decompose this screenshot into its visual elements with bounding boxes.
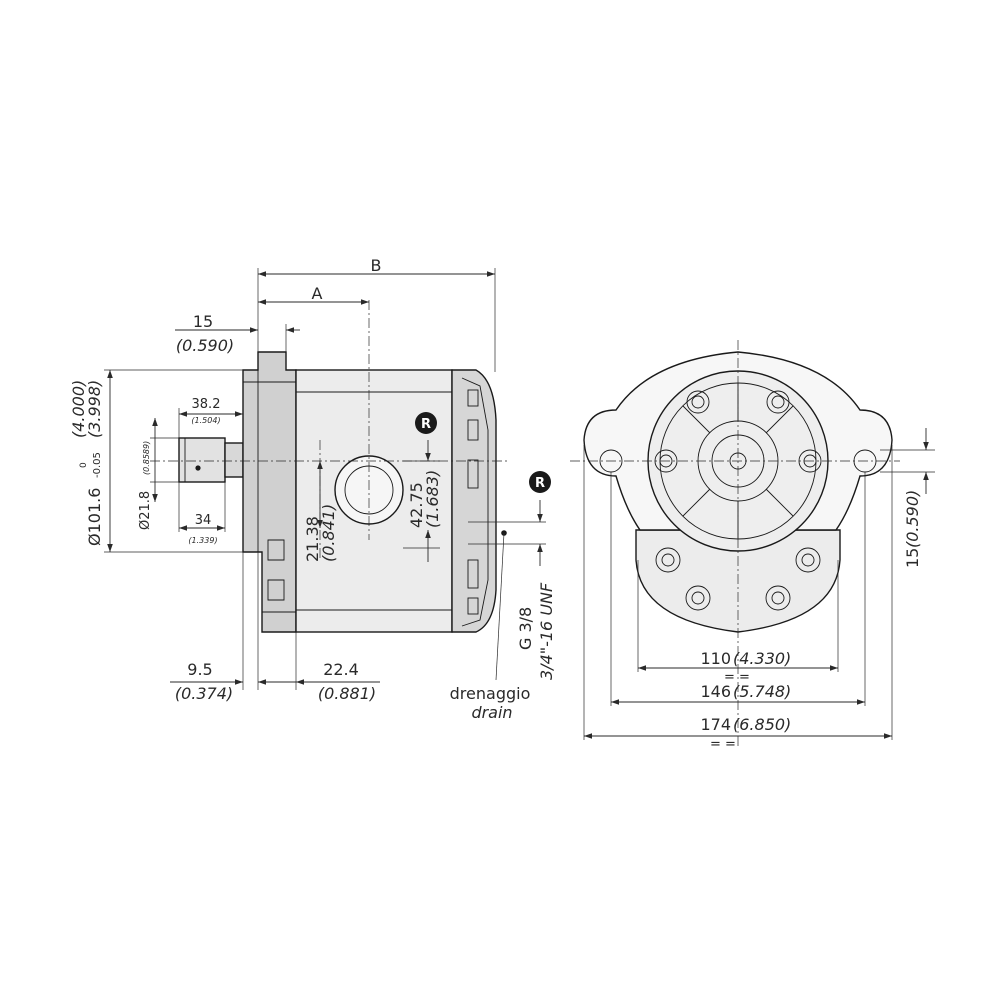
dim-front-15-label: 15 [903,548,922,568]
dim-34-label: 34 [195,513,212,528]
dim-382-label: 38.2 [192,397,221,412]
dim-pilot-inch-upper: (4.000) [69,380,88,438]
dim-224-label: 22.4 [323,660,359,679]
dim-34-inch-label: (1.339) [188,536,217,545]
dim-174-inch-label: (6.850) [733,715,791,734]
dim-a-label: A [312,284,323,303]
dim-146-inch-label: (5.748) [733,682,791,701]
drain-r-badge: R [529,471,551,493]
dim-15-label: 15 [193,312,213,331]
sym-mark-174: = = [710,737,736,752]
drain-label-it: drenaggio [450,684,531,703]
dim-146-label: 146 [700,682,731,701]
dim-pilot-label: Ø101.6 [85,488,104,546]
dim-2138-label: 21.38 [303,516,322,562]
mounting-flange [242,351,297,633]
drain-label-en: drain [471,703,512,722]
front-view: 110 (4.330) = = 146 (5.748) 174 (6.850) … [570,340,935,752]
dim-pilot-inch-lower: (3.998) [85,380,104,438]
dim-110-label: 110 [700,649,731,668]
dim-shaft-dia-label: Ø21.8 [138,491,153,530]
drain-thread-unf: 3/4"-16 UNF [537,582,556,680]
side-view: B A 15 (0.590) 38.2 (1.504) 34 (1.339) Ø… [69,256,556,722]
dim-224-inch-label: (0.881) [318,684,376,703]
dim-b-label: B [371,256,382,275]
dim-95-label: 9.5 [187,660,212,679]
port-r-badge: R [415,412,437,434]
dim-shaft-dia-inch-label: (0.8589) [142,441,151,475]
rear-cover [451,369,497,633]
port-r-label: R [421,417,431,432]
sym-mark-110: = = [724,670,750,685]
dim-174-label: 174 [700,715,731,734]
drive-shaft [178,437,244,483]
drain-r-label: R [535,476,545,491]
shaft-key-dot [195,465,201,471]
drain-thread-g: G 3/8 [516,607,535,650]
dim-95-inch-label: (0.374) [175,684,233,703]
dim-pilot-tol-lower: -0.05 [92,452,103,478]
dim-4275-inch-label: (1.683) [423,470,442,528]
dim-382-inch-label: (1.504) [191,416,220,425]
dim-15-inch-label: (0.590) [176,336,234,355]
dim-110-inch-label: (4.330) [733,649,791,668]
dim-front-15-inch-label: (0.590) [903,490,922,548]
dim-4275-label: 42.75 [407,482,426,528]
dim-2138-inch-label: (0.841) [319,504,338,562]
dim-pilot-tol-upper: 0 [79,462,89,468]
